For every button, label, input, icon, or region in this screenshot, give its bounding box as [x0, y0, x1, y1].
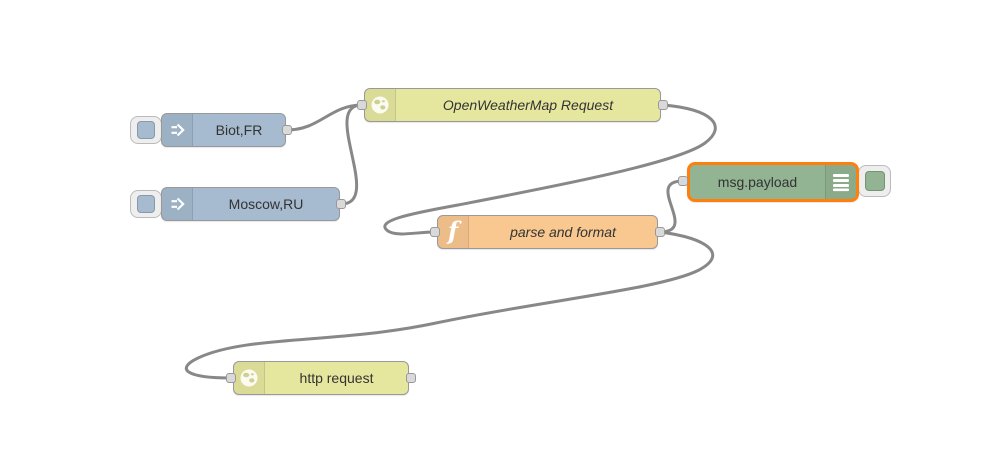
node-label: OpenWeatherMap Request: [442, 97, 614, 113]
node-http-request[interactable]: http request: [233, 361, 409, 395]
weather-input-port[interactable]: [357, 100, 367, 110]
wire-moscow-to-weather[interactable]: [339, 103, 364, 206]
inject-button-inner: [137, 121, 155, 139]
node-label: msg.payload: [717, 174, 798, 190]
globe-icon: [365, 89, 396, 121]
node-debug-msg-payload[interactable]: msg.payload: [687, 162, 859, 202]
node-inject-moscow[interactable]: Moscow,RU: [161, 187, 340, 221]
parse-input-port[interactable]: [430, 227, 440, 237]
http-input-port[interactable]: [226, 373, 236, 383]
globe-icon: [234, 362, 265, 394]
inject-button-biot[interactable]: [130, 116, 162, 144]
node-inject-biot[interactable]: Biot,FR: [161, 113, 286, 147]
debug-list-icon: [825, 165, 856, 199]
inject-arrow-icon: [162, 114, 193, 146]
inject-button-inner: [137, 195, 155, 213]
node-label: http request: [299, 370, 374, 386]
wire-parse-to-debug[interactable]: [658, 179, 685, 234]
parse-output-port[interactable]: [655, 227, 665, 237]
node-label: Moscow,RU: [228, 196, 304, 212]
debug-toggle-button[interactable]: [858, 165, 891, 197]
inject-arrow-icon: [162, 188, 193, 220]
node-openweathermap-request[interactable]: OpenWeatherMap Request: [364, 88, 661, 122]
wire-weather-to-parse[interactable]: [383, 103, 717, 236]
debug-toggle-inner: [864, 171, 885, 191]
debug-input-port[interactable]: [678, 176, 688, 186]
weather-output-port[interactable]: [658, 100, 668, 110]
wire-parse-to-http[interactable]: [184, 230, 714, 380]
node-label: Biot,FR: [215, 122, 263, 138]
http-output-port[interactable]: [406, 373, 416, 383]
node-parse-and-format[interactable]: f parse and format: [437, 215, 658, 249]
inject-button-moscow[interactable]: [130, 190, 162, 218]
biot-output-port[interactable]: [282, 125, 292, 135]
node-label: parse and format: [510, 224, 616, 240]
moscow-output-port[interactable]: [336, 199, 346, 209]
function-f-icon: f: [438, 216, 469, 248]
